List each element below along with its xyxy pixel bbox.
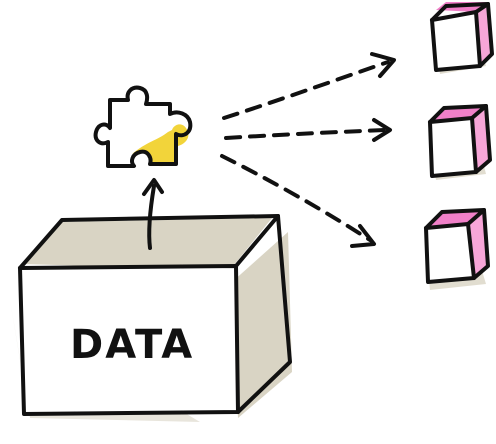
dashed-arrow-middle <box>224 118 392 142</box>
dashed-arrow-top <box>222 52 396 120</box>
puzzle-piece-highlight <box>132 124 189 167</box>
data-box-top-shadow <box>22 218 272 270</box>
puzzle-piece-outline <box>93 85 193 168</box>
data-box-top-face <box>18 214 280 270</box>
cube-icon <box>428 104 492 180</box>
data-box-label: DATA <box>70 322 194 368</box>
arrow-up-icon <box>142 178 164 250</box>
data-box: DATA <box>10 214 292 422</box>
dashed-arrow-bottom <box>220 154 376 248</box>
cube-icon <box>430 2 494 74</box>
data-box-side-face <box>236 214 292 414</box>
puzzle-piece-icon <box>93 85 193 168</box>
cube-icon <box>424 208 490 290</box>
data-box-side-shadow <box>232 232 292 418</box>
